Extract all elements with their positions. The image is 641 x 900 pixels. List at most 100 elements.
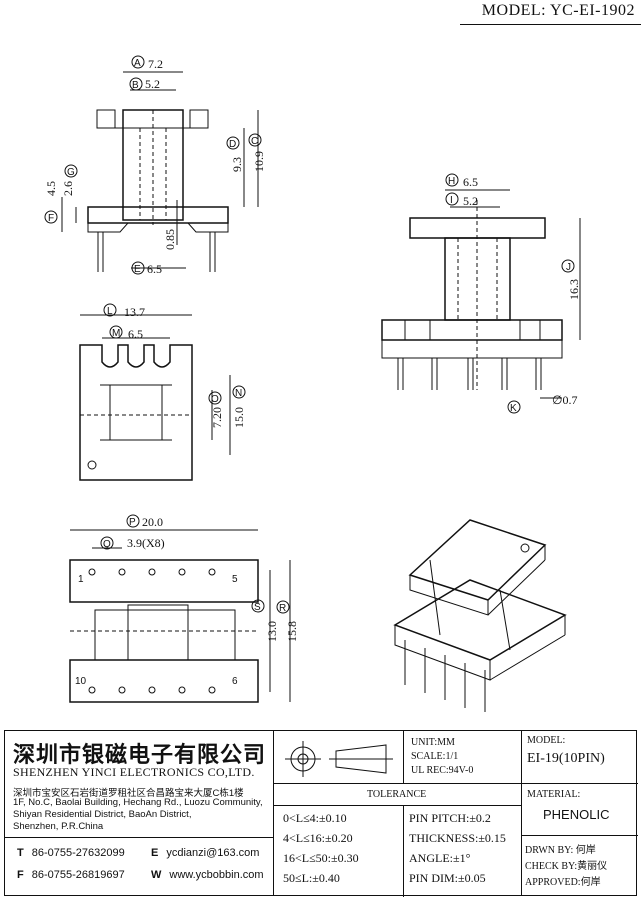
side-view-right bbox=[381, 189, 581, 399]
marker-s: S bbox=[254, 602, 261, 613]
pin-1-label: 1 bbox=[78, 574, 84, 585]
divider bbox=[273, 731, 274, 895]
marker-g: G bbox=[67, 167, 75, 178]
marker-h: H bbox=[448, 176, 455, 187]
model-title: MODEL: YC-EI-1902 bbox=[481, 2, 635, 19]
drawn-by: DRWN BY: 何岸 bbox=[525, 845, 596, 856]
title-underline bbox=[460, 24, 641, 25]
marker-n: N bbox=[235, 388, 242, 399]
dim-g: 2.6 bbox=[61, 181, 75, 196]
pin-tol-row-4: PIN DIM:±0.05 bbox=[409, 871, 486, 885]
divider bbox=[403, 805, 404, 897]
markers-front bbox=[44, 55, 262, 275]
pin-6-label: 6 bbox=[232, 676, 238, 687]
tol-row-2: 4<L≤16:±0.20 bbox=[283, 831, 353, 845]
fax-label: F bbox=[17, 869, 24, 881]
dim-slot: 0.85 bbox=[163, 229, 177, 250]
unit-label: UNIT:MM bbox=[411, 737, 455, 748]
ul-rec-label: UL REC:94V-0 bbox=[411, 765, 474, 776]
dim-l: 13.7 bbox=[124, 305, 145, 319]
email-label: E bbox=[151, 847, 159, 859]
top-view bbox=[79, 314, 231, 481]
address-en-3: Shenzhen, P.R.China bbox=[13, 821, 104, 832]
company-name-cn: 深圳市银磁电子有限公司 bbox=[13, 743, 267, 768]
dim-s: 13.0 bbox=[265, 621, 279, 642]
dim-n: 15.0 bbox=[232, 407, 246, 428]
dim-j: 16.3 bbox=[567, 279, 581, 300]
tol-row-4: 50≤L:±0.40 bbox=[283, 871, 340, 885]
dim-q: 3.9(X8) bbox=[127, 536, 165, 550]
dim-r: 15.8 bbox=[285, 621, 299, 642]
marker-q: Q bbox=[103, 539, 111, 550]
tel-number: 86-0755-27632099 bbox=[31, 847, 125, 859]
divider bbox=[521, 835, 638, 836]
dim-o: 7.20 bbox=[210, 407, 224, 428]
material-value: PHENOLIC bbox=[543, 807, 610, 822]
bottom-view bbox=[69, 529, 291, 703]
approved-by: APPROVED:何岸 bbox=[525, 877, 601, 888]
title-block: 深圳市银磁电子有限公司 SHENZHEN YINCI ELECTRONICS C… bbox=[4, 730, 638, 897]
markers-top bbox=[103, 303, 246, 405]
marker-o: O bbox=[211, 394, 219, 405]
front-view-left bbox=[61, 71, 259, 272]
fax-line: F 86-0755-26819697 bbox=[17, 869, 125, 881]
marker-m: M bbox=[112, 328, 120, 339]
divider bbox=[273, 783, 521, 784]
divider bbox=[273, 805, 521, 806]
projection-symbol-icon bbox=[285, 741, 393, 777]
pin-10-label: 10 bbox=[75, 676, 87, 687]
dim-a: 7.2 bbox=[148, 57, 163, 71]
markers-bottom bbox=[100, 514, 290, 614]
material-label: MATERIAL: bbox=[527, 789, 581, 800]
divider bbox=[521, 783, 638, 784]
marker-c: C bbox=[251, 136, 258, 147]
model-label: MODEL: bbox=[527, 735, 566, 746]
address-en-2: Shiyan Residential District, BaoAn Distr… bbox=[13, 809, 192, 820]
dim-f: 4.5 bbox=[44, 181, 58, 196]
marker-a: A bbox=[134, 58, 141, 69]
divider bbox=[403, 731, 404, 783]
model-value: EI-19(10PIN) bbox=[527, 751, 605, 766]
markers-side bbox=[445, 173, 575, 414]
address-cn: 深圳市宝安区石岩街道罗租社区合昌路宝来大厦C栋1楼 bbox=[13, 788, 244, 799]
divider bbox=[5, 837, 273, 838]
pin-tol-row-1: PIN PITCH:±0.2 bbox=[409, 811, 491, 825]
tol-row-3: 16<L≤50:±0.30 bbox=[283, 851, 359, 865]
dim-e: 6.5 bbox=[147, 262, 162, 276]
tel-label: T bbox=[17, 847, 24, 859]
dim-i: 5.2 bbox=[463, 194, 478, 208]
marker-l: L bbox=[107, 306, 113, 317]
email-address: ycdianzi@163.com bbox=[166, 847, 260, 859]
scale-label: SCALE:1/1 bbox=[411, 751, 459, 762]
tel-line: T 86-0755-27632099 bbox=[17, 847, 125, 859]
pin-tol-row-2: THICKNESS:±0.15 bbox=[409, 831, 506, 845]
fax-number: 86-0755-26819697 bbox=[31, 869, 125, 881]
dim-k: ∅0.7 bbox=[552, 393, 577, 407]
dim-d: 9.3 bbox=[230, 157, 244, 172]
marker-p: P bbox=[129, 517, 136, 528]
marker-b: B bbox=[132, 80, 139, 91]
web-address: www.ycbobbin.com bbox=[169, 869, 264, 881]
web-label: W bbox=[151, 869, 162, 881]
marker-j: J bbox=[566, 262, 571, 273]
marker-k: K bbox=[510, 403, 517, 414]
checked-by: CHECK BY:黄丽仪 bbox=[525, 861, 608, 872]
pin-5-label: 5 bbox=[232, 574, 238, 585]
company-name-en: SHENZHEN YINCI ELECTRONICS CO,LTD. bbox=[13, 765, 255, 779]
marker-i: I bbox=[450, 195, 453, 206]
isometric-view bbox=[393, 519, 567, 712]
dim-h: 6.5 bbox=[463, 175, 478, 189]
marker-f: F bbox=[48, 213, 54, 224]
tolerance-label: TOLERANCE bbox=[367, 789, 427, 800]
marker-e: E bbox=[134, 264, 141, 275]
dim-b: 5.2 bbox=[145, 77, 160, 91]
dim-c: 10.9 bbox=[252, 151, 266, 172]
dim-p: 20.0 bbox=[142, 515, 163, 529]
marker-d: D bbox=[229, 139, 236, 150]
dim-m: 6.5 bbox=[128, 327, 143, 341]
tol-row-1: 0<L≤4:±0.10 bbox=[283, 811, 347, 825]
divider bbox=[521, 731, 522, 895]
pin-tol-row-3: ANGLE:±1° bbox=[409, 851, 471, 865]
